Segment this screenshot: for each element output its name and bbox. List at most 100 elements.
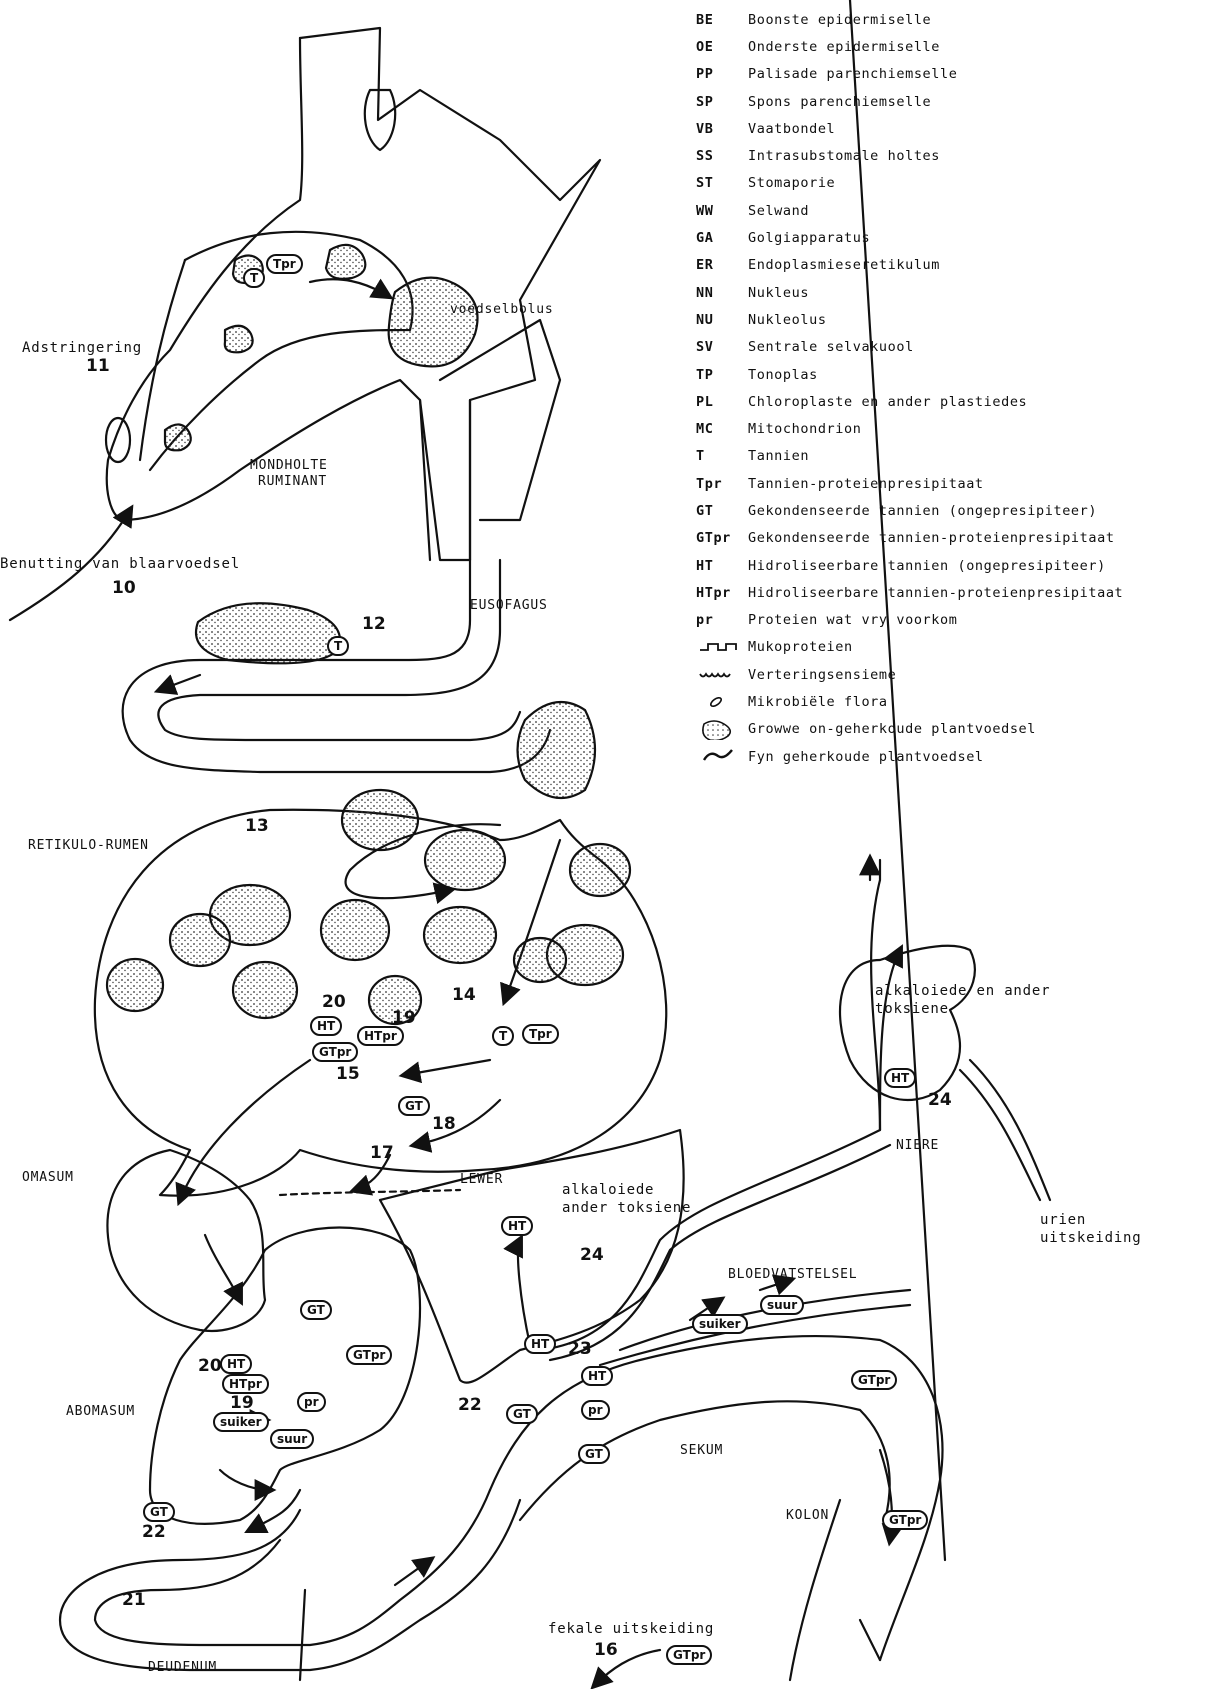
label-sekum: SEKUM <box>680 1443 723 1458</box>
legend-text: Nukleolus <box>748 312 1226 328</box>
number-14: 14 <box>452 985 476 1005</box>
legend-text: Onderste epidermiselle <box>748 39 1226 55</box>
duodenum <box>60 1490 520 1680</box>
pill-gtpr-abomasum: GTpr <box>346 1345 392 1365</box>
pill-ht-liver: HT <box>501 1216 533 1236</box>
legend-code: ST <box>696 175 748 191</box>
number-19b: 19 <box>230 1393 254 1413</box>
legend-row: OEOnderste epidermiselle <box>696 33 1226 60</box>
legend-row: BEBoonste epidermiselle <box>696 6 1226 33</box>
legend-text: Verteringsensieme <box>748 667 1226 683</box>
label-alkaloiede-lewer: alkaloiede <box>562 1182 654 1198</box>
legend-code: pr <box>696 612 748 628</box>
number-13: 13 <box>245 816 269 836</box>
number-17: 17 <box>370 1143 394 1163</box>
pill-ht-liver2: HT <box>524 1334 556 1354</box>
legend-text: Growwe on-geherkoude plantvoedsel <box>748 721 1226 737</box>
coarse-icon <box>696 718 748 740</box>
number-19: 19 <box>392 1008 416 1028</box>
legend-text: Spons parenchiemselle <box>748 94 1226 110</box>
legend-row: VBVaatbondel <box>696 115 1226 142</box>
pill-gtpr-colon2: GTpr <box>882 1510 928 1530</box>
enzymes-icon <box>696 664 748 686</box>
legend-code: ER <box>696 257 748 273</box>
number-21: 21 <box>122 1590 146 1610</box>
legend-text: Boonste epidermiselle <box>748 12 1226 28</box>
pill-gt-gut2: GT <box>578 1444 610 1464</box>
number-24: 24 <box>580 1245 604 1265</box>
legend-code: SV <box>696 339 748 355</box>
legend-text: Golgiapparatus <box>748 230 1226 246</box>
legend-row: Mukoproteien <box>696 634 1226 661</box>
label-eusofagus: EUSOFAGUS <box>470 598 548 613</box>
number-22: 22 <box>458 1395 482 1415</box>
pill-gt-duodenum: GT <box>143 1502 175 1522</box>
legend-code: WW <box>696 203 748 219</box>
legend-code: BE <box>696 12 748 28</box>
legend-code: NN <box>696 285 748 301</box>
legend-code: GTpr <box>696 530 748 546</box>
label-mondholte: MONDHOLTE <box>250 458 328 473</box>
legend-code: PL <box>696 394 748 410</box>
pill-gt-rumen: GT <box>398 1096 430 1116</box>
pill-pr-abomasum: pr <box>297 1392 326 1412</box>
legend-code: HTpr <box>696 585 748 601</box>
pill-gt-abomasum: GT <box>300 1300 332 1320</box>
legend-text: Tonoplas <box>748 367 1226 383</box>
legend-code: NU <box>696 312 748 328</box>
number-22b: 22 <box>142 1522 166 1542</box>
pill-ht-abomasum: HT <box>220 1354 252 1374</box>
legend-text: Stomaporie <box>748 175 1226 191</box>
legend-text: Proteien wat vry voorkom <box>748 612 1226 628</box>
omasum-abomasum <box>108 1150 421 1530</box>
reticulo-rumen <box>95 790 666 1200</box>
legend-text: Tannien <box>748 448 1226 464</box>
legend-row: WWSelwand <box>696 197 1226 224</box>
number-12: 12 <box>362 614 386 634</box>
number-11: 11 <box>86 356 110 376</box>
legend-row: Growwe on-geherkoude plantvoedsel <box>696 716 1226 743</box>
legend-row: Fyn geherkoude plantvoedsel <box>696 743 1226 770</box>
legend-code: TP <box>696 367 748 383</box>
label-abomasum: ABOMASUM <box>66 1404 135 1419</box>
legend-text: Chloroplaste en ander plastiedes <box>748 394 1226 410</box>
pill-gtpr-colon: GTpr <box>851 1370 897 1390</box>
label-benutting: Benutting van blaarvoedsel <box>0 556 240 572</box>
kidney <box>840 860 1050 1200</box>
pill-pr-gut: pr <box>581 1400 610 1420</box>
label-fekale: fekale uitskeiding <box>548 1621 714 1637</box>
legend-text: Gekondenseerde tannien-proteienpresipita… <box>748 530 1226 546</box>
number-23: 23 <box>568 1339 592 1359</box>
fine-icon <box>696 746 748 768</box>
legend-text: Vaatbondel <box>748 121 1226 137</box>
pill-htpr-abomasum: HTpr <box>222 1374 269 1394</box>
esoph-arrow <box>160 675 200 690</box>
legend-text: Palisade parenchiemselle <box>748 66 1226 82</box>
pill-htpr-rumen: HTpr <box>357 1026 404 1046</box>
label-voedselbolus: voedselbolus <box>450 302 554 317</box>
legend-text: Nukleus <box>748 285 1226 301</box>
legend-text: Gekondenseerde tannien (ongepresipiteer) <box>748 503 1226 519</box>
pill-tpr-rumen: Tpr <box>522 1024 559 1044</box>
legend-code: HT <box>696 558 748 574</box>
pill-suiker-abomasum: suiker <box>213 1412 269 1432</box>
legend-code: GT <box>696 503 748 519</box>
number-20: 20 <box>322 992 346 1012</box>
legend-code: T <box>696 448 748 464</box>
legend-code: VB <box>696 121 748 137</box>
legend-row: PLChloroplaste en ander plastiedes <box>696 388 1226 415</box>
legend-text: Mukoproteien <box>748 639 1226 655</box>
label-alkaloiede-niere: alkaloiede en ander <box>875 983 1050 999</box>
label-kolon: KOLON <box>786 1508 829 1523</box>
